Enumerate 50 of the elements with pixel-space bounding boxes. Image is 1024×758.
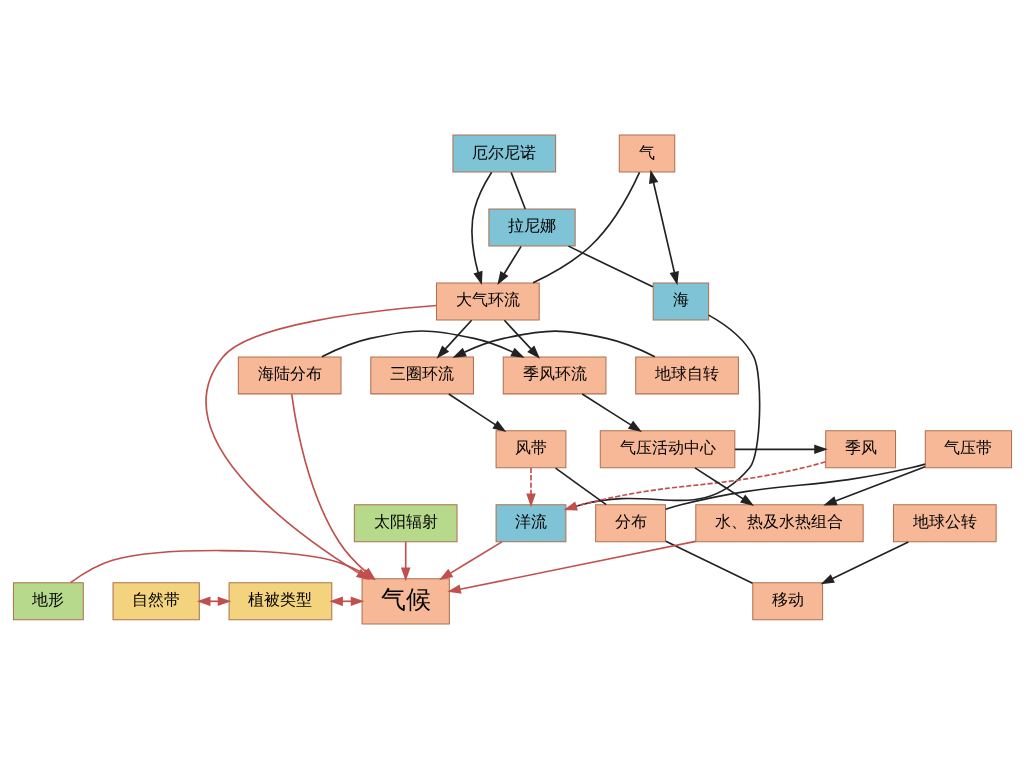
node-box: 移动 — [751, 581, 823, 620]
node-box: 气压带 — [924, 429, 1012, 468]
arrow — [446, 540, 696, 594]
arrow — [563, 460, 826, 511]
node-box: 海陆分布 — [237, 355, 342, 394]
arrow — [503, 318, 540, 359]
arrow — [196, 596, 231, 606]
connector — [567, 244, 654, 288]
node-box: 气 — [618, 134, 675, 173]
node-box: 分布 — [594, 503, 666, 542]
arrow — [820, 540, 909, 584]
arrow — [436, 318, 472, 359]
node-box: 太阳辐射 — [353, 503, 458, 542]
arrow — [580, 392, 642, 432]
connector — [664, 540, 753, 584]
node-box: 季风 — [824, 429, 896, 468]
node-box: 地球自转 — [634, 355, 739, 394]
node-box: 自然带 — [112, 581, 200, 620]
arrow — [733, 444, 828, 454]
arrow — [693, 466, 754, 506]
node-box: 植被类型 — [228, 581, 332, 620]
node-box: 拉尼娜 — [487, 208, 576, 247]
node-box: 厄尔尼诺 — [451, 134, 556, 173]
node-box: 气压活动中心 — [599, 429, 735, 468]
arrow — [496, 245, 522, 285]
arrow — [400, 540, 410, 581]
node-box: 季风环流 — [502, 355, 606, 394]
connector — [509, 171, 526, 210]
node-box: 地形 — [12, 581, 84, 620]
arrow — [328, 596, 364, 606]
node-box: 气候 — [361, 577, 450, 624]
connector — [664, 462, 926, 510]
connector — [531, 171, 640, 284]
arrow — [648, 169, 679, 285]
node-box: 风带 — [495, 429, 566, 468]
node-box: 地球公转 — [892, 503, 997, 542]
arrow — [452, 329, 656, 358]
arrow — [438, 540, 503, 580]
arrow — [320, 329, 525, 358]
node-box: 洋流 — [495, 503, 566, 542]
node-box: 水、热及水热组合 — [694, 503, 864, 542]
node-box: 海 — [652, 281, 709, 320]
arrow — [822, 465, 926, 506]
arrow — [447, 392, 506, 432]
arrow — [525, 466, 536, 507]
connector — [554, 466, 607, 505]
node-box: 大气环流 — [435, 281, 540, 320]
arrow — [470, 171, 492, 285]
connector — [564, 313, 760, 510]
node-box: 三圈环流 — [369, 355, 474, 394]
